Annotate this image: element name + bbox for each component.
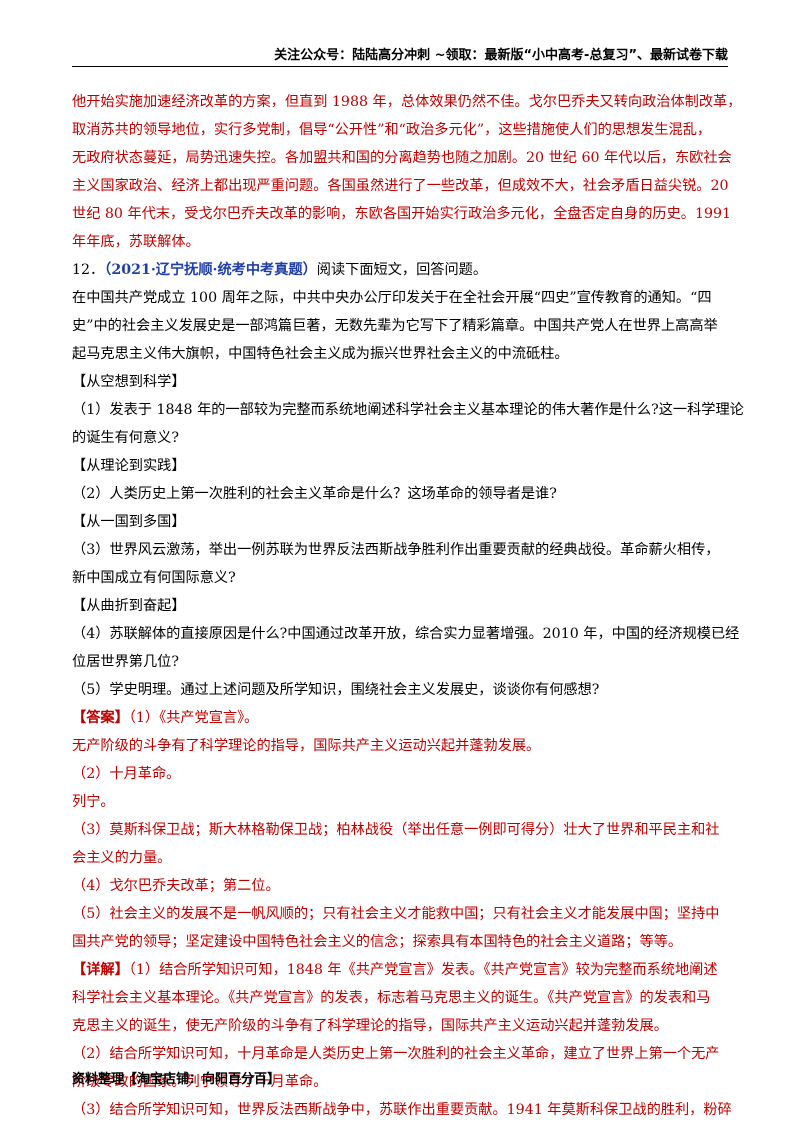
sub-question-line: （1）发表于 1848 年的一部较为完整而系统地阐述科学社会主义基本理论的伟大著…	[72, 402, 744, 418]
header-divider	[72, 66, 728, 67]
question-header: 12．（2021·辽宁抚顺·统考中考真题）阅读下面短文，回答问题。	[72, 256, 728, 284]
detail-line: 克思主义的诞生，使无产阶级的斗争有了科学理论的指导，国际共产主义运动兴起并蓬勃发…	[72, 1018, 668, 1034]
answer-text: （1）《共产党宣言》。	[128, 710, 259, 726]
intro-line: 取消苏共的领导地位，实行多党制，倡导“公开性”和“政治多元化”，这些措施使人们的…	[72, 122, 712, 138]
detail-text: （1）结合所学知识可知，1848 年《共产党宣言》发表。《共产党宣言》较为完整而…	[128, 962, 718, 978]
sub-question-line: （2）人类历史上第一次胜利的社会主义革命是什么？这场革命的领导者是谁?	[72, 486, 557, 502]
sub-question-line: （3）世界风云激荡，举出一例苏联为世界反法西斯战争胜利作出重要贡献的经典战役。革…	[72, 542, 720, 558]
detail-label: 【详解】	[72, 962, 129, 978]
page-header: 关注公众号：陆陆高分冲刺 ~领取：最新版“小中高考-总复习”、最新试卷下载	[274, 48, 728, 63]
passage-line: 史”中的社会主义发展史是一部鸿篇巨著，无数先辈为它写下了精彩篇章。中国共产党人在…	[72, 318, 718, 334]
section-heading: 【从一国到多国】	[72, 514, 186, 530]
answer-line: 列宁。	[72, 794, 115, 810]
sub-question-line: 位居世界第几位?	[72, 654, 179, 670]
detail-line: （3）结合所学知识可知，世界反法西斯战争中，苏联作出重要贡献。1941 年莫斯科…	[72, 1102, 732, 1118]
page-content: 他开始实施加速经济改革的方案，但直到 1988 年，总体效果仍然不佳。戈尔巴乔夫…	[72, 88, 744, 1124]
detail-line: 科学社会主义基本理论。《共产党宣言》的发表，标志着马克思主义的诞生。《共产党宣言…	[72, 990, 711, 1006]
detail-line: 阶级专政的国家。列宁领导了十月革命。	[72, 1074, 328, 1090]
answer-first-line: 【答案】（1）《共产党宣言》。	[72, 704, 728, 732]
section-heading: 【从理论到实践】	[72, 458, 186, 474]
intro-paragraph: 他开始实施加速经济改革的方案，但直到 1988 年，总体效果仍然不佳。戈尔巴乔夫…	[72, 88, 742, 256]
passage-line: 在中国共产党成立 100 周年之际，中共中央办公厅印发关于在全社会开展“四史”宣…	[72, 290, 712, 306]
answer-line: 会主义的力量。	[72, 850, 172, 866]
answer-line: （5）社会主义的发展不是一帆风顺的；只有社会主义才能救中国；只有社会主义才能发展…	[72, 906, 720, 922]
intro-line: 主义国家政治、经济上都出现严重问题。各国虽然进行了一些改革，但成效不大，社会矛盾…	[72, 178, 729, 194]
detail-block: 【详解】（1）结合所学知识可知，1848 年《共产党宣言》发表。《共产党宣言》较…	[72, 956, 732, 1124]
passage-line: 起马克思主义伟大旗帜，中国特色社会主义成为振兴世界社会主义的中流砥柱。	[72, 346, 569, 362]
page-footer: 资料整理【淘宝店铺：向阳百分百】	[72, 1072, 281, 1087]
answer-line: 国共产党的领导；坚定建设中国特色社会主义的信念；探索具有本国特色的社会主义道路；…	[72, 934, 683, 950]
question-prompt: 阅读下面短文，回答问题。	[316, 262, 488, 278]
answer-label: 【答案】	[72, 710, 129, 726]
sub-question-line: （5）学史明理。通过上述问题及所学知识，围绕社会主义发展史，谈谈你有何感想?	[72, 682, 600, 698]
answer-line: （4）戈尔巴乔夫改革；第二位。	[72, 878, 280, 894]
answer-line: （3）莫斯科保卫战；斯大林格勒保卫战；柏林战役（举出任意一例即可得分）壮大了世界…	[72, 822, 720, 838]
answer-block: 【答案】（1）《共产党宣言》。 无产阶级的斗争有了科学理论的指导，国际共产主义运…	[72, 704, 728, 956]
detail-line: （2）结合所学知识可知，十月革命是人类历史上第一次胜利的社会主义革命，建立了世界…	[72, 1046, 720, 1062]
detail-first-line: 【详解】（1）结合所学知识可知，1848 年《共产党宣言》发表。《共产党宣言》较…	[72, 956, 728, 984]
question-source: （2021·辽宁抚顺·统考中考真题）	[104, 262, 317, 278]
question-number: 12．	[72, 262, 105, 278]
sub-question-line: 新中国成立有何国际意义?	[72, 570, 236, 586]
answer-line: （2）十月革命。	[72, 766, 181, 782]
answer-line: 无产阶级的斗争有了科学理论的指导，国际共产主义运动兴起并蓬勃发展。	[72, 738, 541, 754]
intro-line: 年年底，苏联解体。	[72, 234, 200, 250]
section-heading: 【从曲折到奋起】	[72, 598, 186, 614]
intro-line: 他开始实施加速经济改革的方案，但直到 1988 年，总体效果仍然不佳。戈尔巴乔夫…	[72, 94, 742, 110]
sub-question-line: （4）苏联解体的直接原因是什么?中国通过改革开放，综合实力显著增强。2010 年…	[72, 626, 740, 642]
intro-line: 无政府状态蔓延，局势迅速失控。各加盟共和国的分离趋势也随之加剧。20 世纪 60…	[72, 150, 732, 166]
question-passage: 在中国共产党成立 100 周年之际，中共中央办公厅印发关于在全社会开展“四史”宣…	[72, 284, 728, 368]
sub-question-line: 的诞生有何意义?	[72, 430, 179, 446]
section-heading: 【从空想到科学】	[72, 374, 186, 390]
intro-line: 世纪 80 年代末，受戈尔巴乔夫改革的影响，东欧各国开始实行政治多元化，全盘否定…	[72, 206, 732, 222]
